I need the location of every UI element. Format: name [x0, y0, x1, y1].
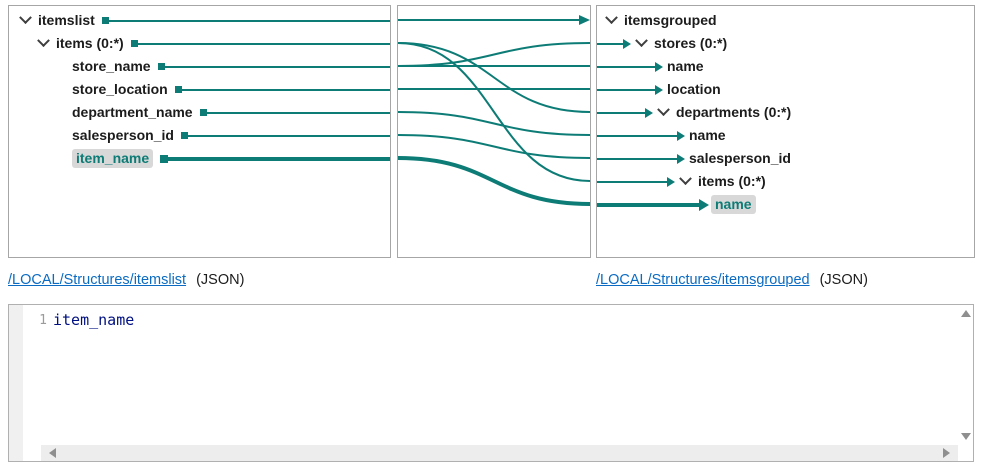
source-node-store_name[interactable]: store_name	[9, 55, 390, 78]
mapping-wire	[206, 111, 390, 114]
chevron-down-icon[interactable]	[657, 103, 670, 117]
chevron-down-icon[interactable]	[605, 11, 618, 25]
source-node-item_name[interactable]: item_name	[9, 147, 390, 170]
expression-code[interactable]: item_name	[53, 311, 135, 329]
chevron-down-icon[interactable]	[19, 11, 32, 25]
square-connector-icon	[180, 132, 188, 139]
scroll-right-icon[interactable]	[943, 448, 950, 458]
target-structure-link[interactable]: /LOCAL/Structures/itemsgrouped	[596, 272, 810, 288]
mapping-line-department_name-to-name[interactable]	[398, 111, 590, 136]
square-connector-icon	[174, 86, 182, 93]
square-connector-icon	[101, 17, 109, 24]
target-node-location[interactable]: location	[597, 78, 974, 101]
source-node-store_location[interactable]: store_location	[9, 78, 390, 101]
chevron-down-icon[interactable]	[37, 34, 50, 48]
square-connector-icon	[157, 63, 165, 70]
source-node-label[interactable]: salesperson_id	[72, 127, 174, 143]
source-node-label[interactable]: store_location	[72, 81, 168, 97]
target-node-itemsgrouped[interactable]: itemsgrouped	[597, 9, 974, 32]
chevron-down-icon[interactable]	[635, 34, 648, 48]
target-node-label[interactable]: name	[711, 195, 756, 214]
source-node-label[interactable]: itemslist	[38, 12, 95, 28]
scroll-down-icon[interactable]	[961, 433, 971, 440]
arrow-right-icon	[597, 153, 685, 164]
arrow-right-icon	[597, 107, 653, 118]
arrow-right-icon	[597, 61, 663, 72]
scroll-up-icon[interactable]	[961, 310, 971, 317]
target-structure-panel: itemsgrouped stores (0:*) name location depa…	[596, 5, 975, 258]
target-node-name[interactable]: name	[597, 55, 974, 78]
target-format-label: (JSON)	[819, 272, 868, 288]
target-node-label[interactable]: stores (0:*)	[654, 35, 728, 51]
chevron-down-icon[interactable]	[679, 172, 692, 186]
arrow-right-icon	[579, 15, 590, 25]
arrow-right-icon	[597, 130, 685, 141]
source-structure-panel: itemslist items (0:*) store_name store_loca…	[8, 5, 391, 258]
square-connector-icon	[130, 40, 138, 47]
square-connector-icon	[160, 154, 169, 163]
source-structure-link[interactable]: /LOCAL/Structures/itemslist	[8, 272, 187, 288]
editor-line-number: 1	[39, 313, 47, 328]
mapping-line-items (0:*)-to-departments (0:*)[interactable]	[398, 42, 590, 113]
source-node-label[interactable]: item_name	[72, 149, 154, 168]
scroll-left-icon[interactable]	[49, 448, 56, 458]
source-format-label: (JSON)	[196, 272, 245, 288]
target-node-label[interactable]: departments (0:*)	[676, 104, 792, 120]
expression-editor[interactable]: 1 item_name	[8, 304, 974, 462]
target-node-departments0[interactable]: departments (0:*)	[597, 101, 974, 124]
arrow-right-icon	[597, 84, 663, 95]
mapping-line-store_name-to-stores (0:*)[interactable]	[398, 42, 590, 67]
mapping-canvas[interactable]	[398, 6, 590, 257]
source-node-department_name[interactable]: department_name	[9, 101, 390, 124]
target-node-label[interactable]: items (0:*)	[698, 173, 766, 189]
mapping-wire	[108, 19, 390, 22]
target-node-label[interactable]: name	[689, 127, 726, 143]
mapping-line-salesperson_id-to-salesperson_id[interactable]	[398, 134, 590, 159]
mapping-line-item_name-to-name[interactable]	[398, 156, 590, 206]
mapping-wire	[137, 42, 390, 45]
target-node-stores0[interactable]: stores (0:*)	[597, 32, 974, 55]
target-node-salesperson_id[interactable]: salesperson_id	[597, 147, 974, 170]
editor-vertical-scrollbar[interactable]	[958, 305, 973, 445]
source-node-label[interactable]: store_name	[72, 58, 151, 74]
target-node-items0[interactable]: items (0:*)	[597, 170, 974, 193]
mapping-wire	[164, 65, 390, 68]
square-connector-icon	[199, 109, 207, 116]
mapping-line-items (0:*)-to-items (0:*)[interactable]	[398, 42, 590, 182]
target-node-name[interactable]: name	[597, 193, 974, 216]
source-node-salesperson_id[interactable]: salesperson_id	[9, 124, 390, 147]
editor-glyph-margin	[9, 305, 23, 461]
target-node-name[interactable]: name	[597, 124, 974, 147]
editor-horizontal-scrollbar[interactable]	[41, 445, 958, 461]
source-node-itemslist[interactable]: itemslist	[9, 9, 390, 32]
mapping-wire	[181, 88, 390, 91]
target-structure-link-row: /LOCAL/Structures/itemsgrouped (JSON)	[596, 272, 868, 288]
source-structure-link-row: /LOCAL/Structures/itemslist (JSON)	[8, 272, 244, 288]
mapping-canvas-panel	[397, 5, 591, 258]
target-node-label[interactable]: itemsgrouped	[624, 12, 717, 28]
arrow-right-icon	[597, 38, 631, 49]
target-node-label[interactable]: location	[667, 81, 721, 97]
mapping-wire	[187, 134, 390, 137]
target-node-label[interactable]: salesperson_id	[689, 150, 791, 166]
source-node-label[interactable]: items (0:*)	[56, 35, 124, 51]
mapping-wire	[168, 156, 390, 161]
source-node-items0[interactable]: items (0:*)	[9, 32, 390, 55]
source-node-label[interactable]: department_name	[72, 104, 193, 120]
target-node-label[interactable]: name	[667, 58, 704, 74]
arrow-right-icon	[597, 198, 709, 211]
arrow-right-icon	[597, 176, 675, 187]
